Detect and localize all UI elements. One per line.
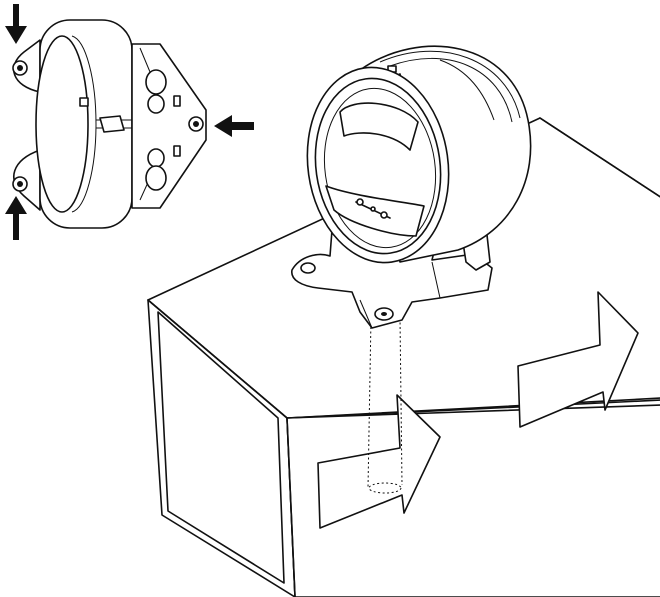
box-rear-edge — [539, 117, 660, 198]
sensor-assembly — [291, 45, 532, 329]
hidden-mounting-post — [367, 317, 403, 494]
arrow-up-icon — [5, 196, 27, 240]
box-side-edge — [286, 417, 296, 597]
sensor-face-ring — [314, 77, 442, 255]
arrow-right-icon — [517, 291, 639, 428]
adjust-screw-icon — [355, 198, 391, 219]
bracket-hole-left — [300, 262, 316, 274]
arrow-down-icon — [5, 4, 27, 44]
detail-lens — [35, 35, 89, 213]
mounting-bracket — [291, 229, 493, 329]
arrow-left-icon — [214, 115, 254, 137]
detail-view-top — [12, 19, 207, 229]
sensor-face-inner — [323, 87, 437, 249]
bracket-hole-center — [374, 307, 394, 321]
arrow-right-icon — [317, 394, 441, 529]
sensor-window-top — [339, 102, 419, 151]
box-front-inner-border — [157, 311, 285, 584]
